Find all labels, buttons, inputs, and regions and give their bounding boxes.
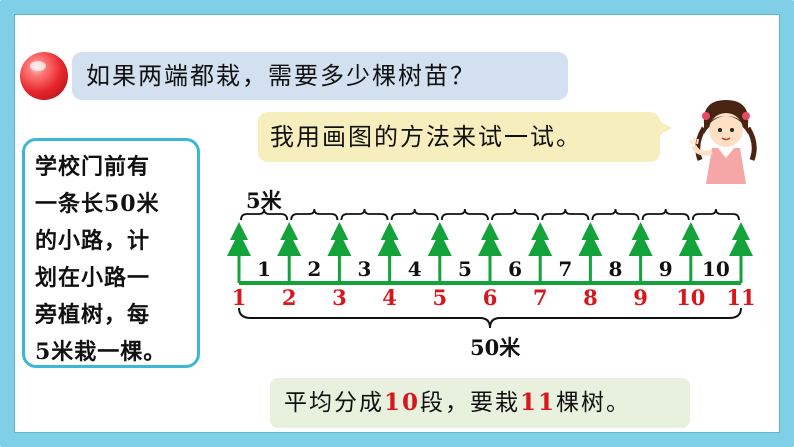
segment-number-label: 9 — [659, 257, 673, 281]
tree-icon — [628, 222, 653, 283]
tree-icon — [578, 222, 603, 283]
segment-length-label: 5米 — [246, 188, 283, 213]
tree-crown — [729, 222, 753, 256]
tree-crown — [678, 222, 703, 256]
problem-statement-box: 学校门前有 一条长50米 的小路，计 划在小路一 旁植树，每 5米栽一棵。 — [22, 138, 200, 368]
answer-trees-count: 11 — [520, 389, 557, 416]
problem-line: 5米栽一棵。 — [35, 339, 167, 365]
problem-line: 一条长50米 — [35, 191, 160, 217]
tree-number-label: 3 — [332, 285, 347, 310]
total-brace — [238, 307, 742, 329]
answer-text-1: 平均分成 — [284, 390, 384, 416]
question-text: 如果两端都栽，需要多少棵树苗？ — [86, 62, 476, 90]
problem-line: 学校门前有 — [35, 154, 151, 180]
tree-icon — [678, 222, 703, 283]
segment-brace — [491, 208, 540, 221]
total-length-label: 50米 — [470, 335, 521, 360]
tree-crown — [528, 222, 553, 256]
tree-crown — [628, 222, 653, 256]
segment-brace — [641, 208, 690, 221]
segment-number-label: 6 — [508, 257, 522, 281]
tree-crown — [327, 222, 352, 256]
segment-brace — [340, 208, 389, 221]
speech-text: 我用画图的方法来试一试。 — [270, 123, 582, 151]
segment-number-label: 7 — [558, 257, 572, 281]
tree-crown — [578, 222, 603, 256]
tree-number-label: 2 — [282, 285, 297, 310]
tree-icon — [227, 222, 251, 283]
tree-icon — [729, 222, 753, 283]
tree-crown — [478, 222, 502, 256]
segment-brace — [440, 208, 489, 221]
tree-number-label: 4 — [382, 285, 397, 310]
tree-crown — [377, 222, 402, 256]
speech-bubble: 我用画图的方法来试一试。 — [258, 112, 660, 162]
tree-number-label: 10 — [676, 285, 705, 310]
segment-brace — [591, 208, 640, 221]
tree-crown — [227, 222, 251, 256]
tree-icon — [277, 222, 302, 283]
problem-line: 划在小路一 — [35, 265, 151, 291]
tree-crown — [277, 222, 302, 256]
tree-icon — [427, 222, 452, 283]
tree-icon — [528, 222, 553, 283]
segment-brace — [390, 208, 439, 221]
tree-number-label: 7 — [533, 285, 548, 310]
red-ball-icon — [20, 52, 68, 100]
answer-segments-count: 10 — [384, 389, 421, 416]
tree-number-label: 8 — [583, 285, 598, 310]
slide-inner-border — [14, 14, 780, 433]
segment-brace — [290, 208, 339, 221]
segment-number-label: 10 — [702, 257, 730, 281]
answer-text-3: 棵树。 — [556, 390, 632, 416]
segment-number-label: 8 — [609, 257, 623, 281]
tree-number-label: 9 — [633, 285, 648, 310]
tree-number-label: 5 — [432, 285, 447, 310]
tree-icon — [327, 222, 352, 283]
segment-brace — [541, 208, 590, 221]
girl-character-illustration — [689, 100, 757, 184]
segment-number-label: 1 — [257, 257, 271, 281]
tree-number-label: 6 — [483, 285, 498, 310]
question-bubble: 如果两端都栽，需要多少棵树苗？ — [72, 52, 568, 100]
tree-icon — [478, 222, 502, 283]
tree-number-label: 11 — [726, 285, 755, 310]
tree-icon — [377, 222, 402, 283]
tree-crown — [427, 222, 452, 256]
speech-bubble-tail — [658, 120, 672, 136]
segment-brace — [240, 208, 289, 221]
segment-brace — [691, 208, 740, 221]
problem-line: 的小路，计 — [35, 228, 151, 254]
problem-line: 旁植树，每 — [35, 302, 151, 328]
segment-number-label: 3 — [358, 257, 372, 281]
segment-number-label: 2 — [307, 257, 321, 281]
segment-number-label: 5 — [458, 257, 472, 281]
answer-box: 平均分成10段，要栽11棵树。 — [270, 378, 690, 428]
answer-text-2: 段，要栽 — [420, 390, 521, 416]
tree-number-label: 1 — [232, 285, 247, 310]
segment-number-label: 4 — [408, 257, 422, 281]
